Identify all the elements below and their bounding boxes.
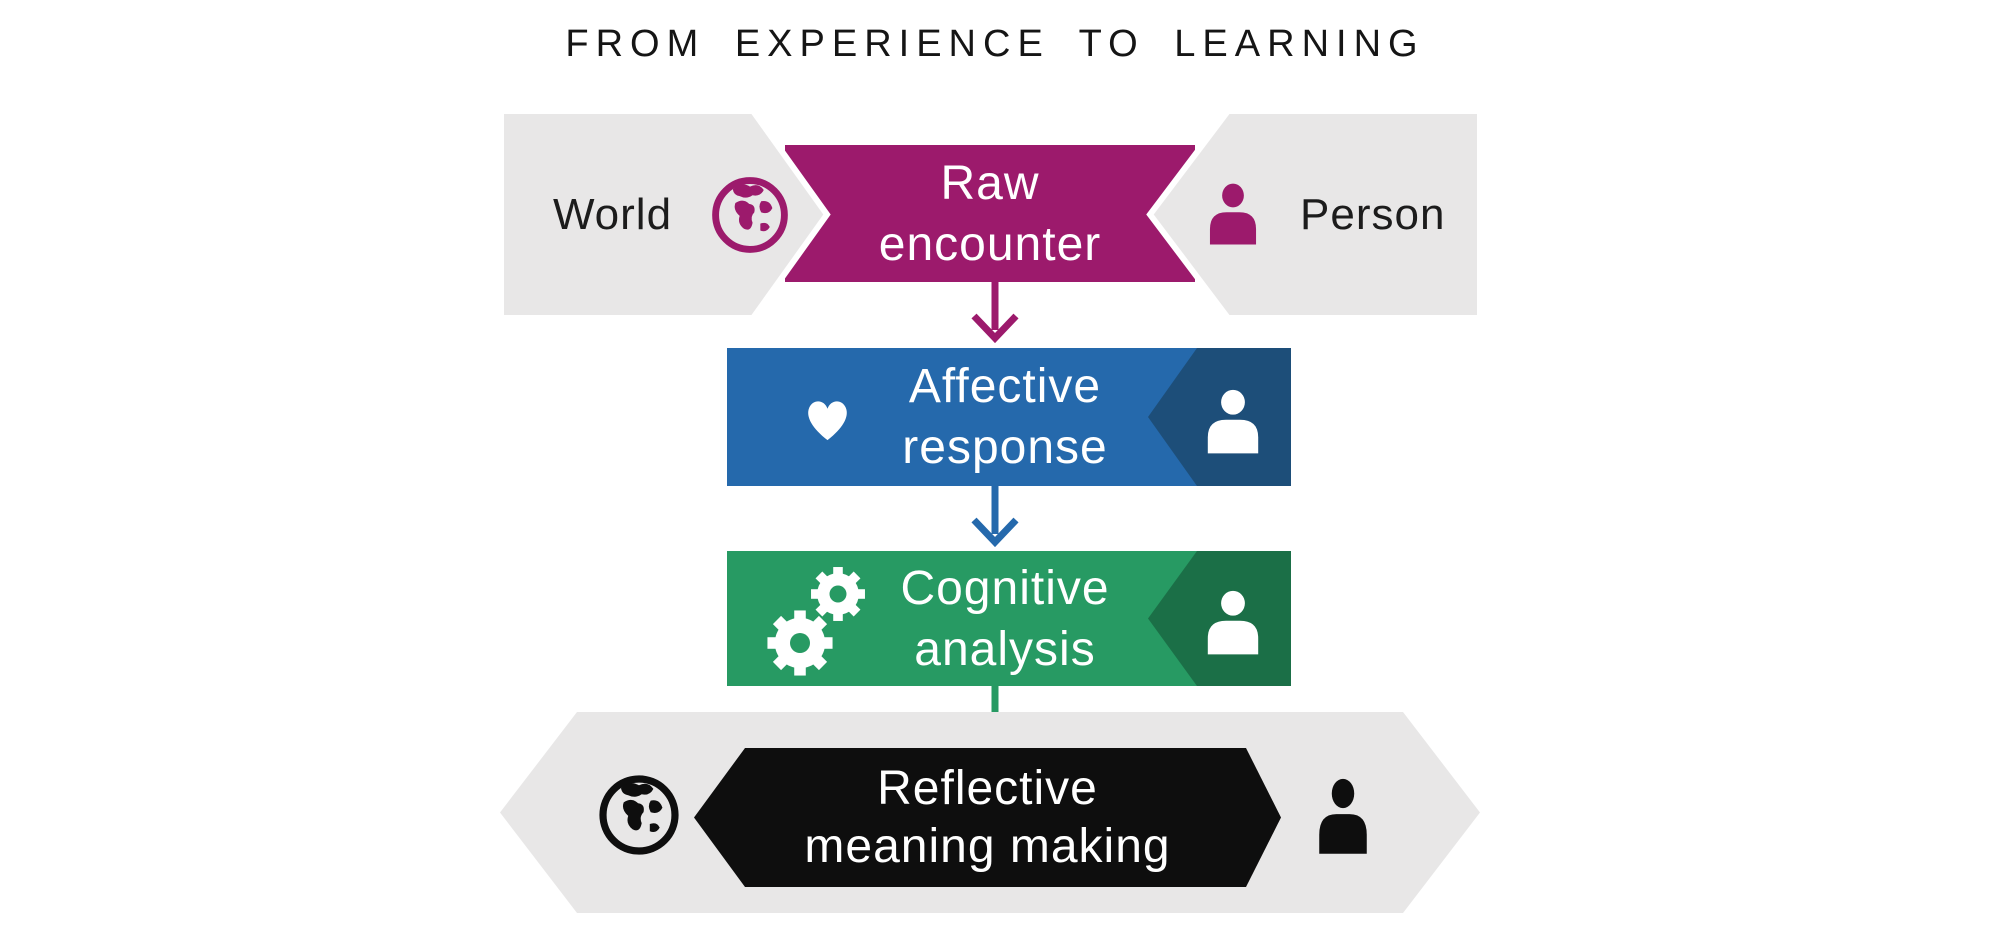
gears-icon [767, 567, 865, 676]
reflective-line1: Reflective [877, 761, 1098, 815]
raw-encounter-band [785, 145, 1195, 282]
reflective-hexagon [694, 748, 1281, 887]
reflective-line2: meaning making [804, 819, 1171, 873]
affective-line2: response [902, 421, 1108, 474]
person-label: Person [1300, 190, 1446, 239]
cognitive-line2: analysis [914, 622, 1096, 676]
flow-arrow-2 [974, 486, 1016, 542]
world-arrow-block [498, 108, 831, 321]
person-arrow-block [1146, 108, 1483, 321]
affective-response-label: Affective response [760, 348, 1250, 486]
cognitive-analysis-label: Cognitive analysis [760, 551, 1250, 686]
cognitive-line1: Cognitive [900, 561, 1110, 615]
world-label: World [552, 190, 673, 239]
reflective-meaning-making-label: Reflective meaning making [694, 748, 1281, 887]
flow-arrow-1 [974, 282, 1016, 338]
raw-encounter-line2: encounter [878, 217, 1102, 271]
raw-encounter-label: Raw encounter [785, 145, 1195, 282]
diagram-title: FROM EXPERIENCE TO LEARNING [565, 23, 1425, 65]
raw-encounter-line1: Raw [940, 156, 1040, 210]
affective-line1: Affective [908, 360, 1102, 413]
